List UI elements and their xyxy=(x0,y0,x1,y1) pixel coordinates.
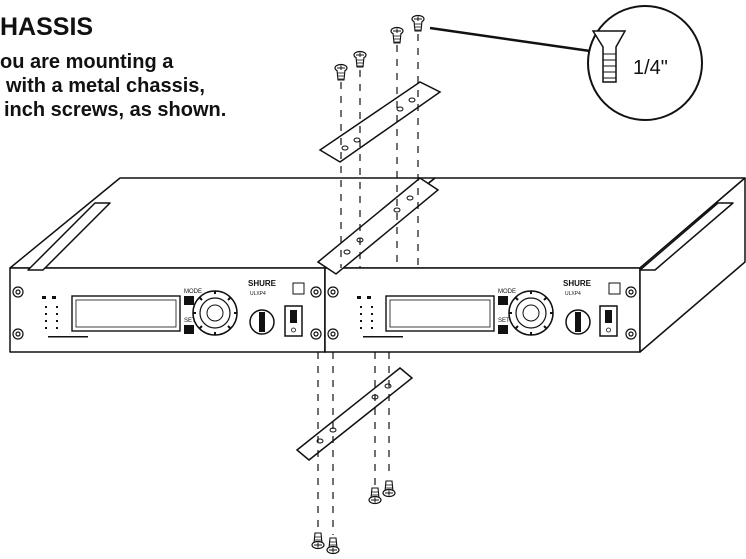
right-mode-button xyxy=(498,296,508,305)
instruction-text: HASSIS ou are mounting a with a metal ch… xyxy=(0,12,226,122)
right-set-button xyxy=(498,325,508,334)
left-indicator-leds xyxy=(42,296,88,338)
right-lcd-display xyxy=(385,295,495,332)
left-lcd-display xyxy=(71,295,181,332)
left-ir-window xyxy=(292,282,305,295)
left-volume-knob xyxy=(249,309,275,335)
right-receiver-side xyxy=(639,177,746,353)
callout-screw-icon xyxy=(591,30,627,83)
bottom-screw-4 xyxy=(326,537,340,555)
right-power-switch xyxy=(599,305,618,337)
bottom-screw-1 xyxy=(368,487,382,505)
right-set-label: SET xyxy=(498,318,510,324)
left-set-label: SET xyxy=(184,318,196,324)
top-bracket-holes xyxy=(341,97,416,151)
right-rack-ears xyxy=(327,286,637,340)
instruction-line-2: with a metal chassis, xyxy=(6,75,205,97)
left-front-panel: MODE SET SHURE ULXP4 xyxy=(12,279,322,340)
instruction-line-1: ou are mounting a xyxy=(0,51,174,73)
right-control-knob xyxy=(508,290,554,336)
left-rack-slot xyxy=(27,202,111,271)
left-model-label: ULXP4 xyxy=(250,291,266,297)
bottom-screw-2 xyxy=(382,480,396,498)
top-screw-2 xyxy=(353,50,367,68)
top-screw-4 xyxy=(411,14,425,32)
left-rack-ears xyxy=(12,286,322,340)
right-brand-logo: SHURE xyxy=(563,279,592,288)
top-alignment-lines xyxy=(340,34,419,268)
callout-leader xyxy=(429,26,598,54)
right-indicator-leds xyxy=(357,296,403,338)
left-control-knob xyxy=(192,290,238,336)
right-rack-slot xyxy=(639,202,734,271)
right-volume-knob xyxy=(565,309,591,335)
bottom-bracket-plate xyxy=(295,367,414,461)
left-power-switch xyxy=(284,305,303,337)
right-front-panel: MODE SET SHURE ULXP4 xyxy=(327,279,637,340)
top-bracket-plate xyxy=(318,81,442,163)
right-lcd-inner xyxy=(389,299,491,328)
left-set-button xyxy=(184,325,194,334)
top-screw-3 xyxy=(390,26,404,44)
left-mode-label: MODE xyxy=(184,289,202,295)
right-ir-window xyxy=(608,282,621,295)
left-brand-logo: SHURE xyxy=(248,279,277,288)
top-screw-1 xyxy=(334,63,348,81)
bottom-alignment-lines xyxy=(317,352,390,535)
screw-size-label: 1/4" xyxy=(633,57,668,79)
left-mode-button xyxy=(184,296,194,305)
instruction-line-3: inch screws, as shown. xyxy=(4,99,227,121)
right-mode-label: MODE xyxy=(498,289,516,295)
left-lcd-inner xyxy=(75,299,177,328)
middle-bracket-holes xyxy=(343,195,414,255)
bottom-screw-3 xyxy=(311,532,325,550)
section-title: HASSIS xyxy=(0,13,94,41)
right-model-label: ULXP4 xyxy=(565,291,581,297)
